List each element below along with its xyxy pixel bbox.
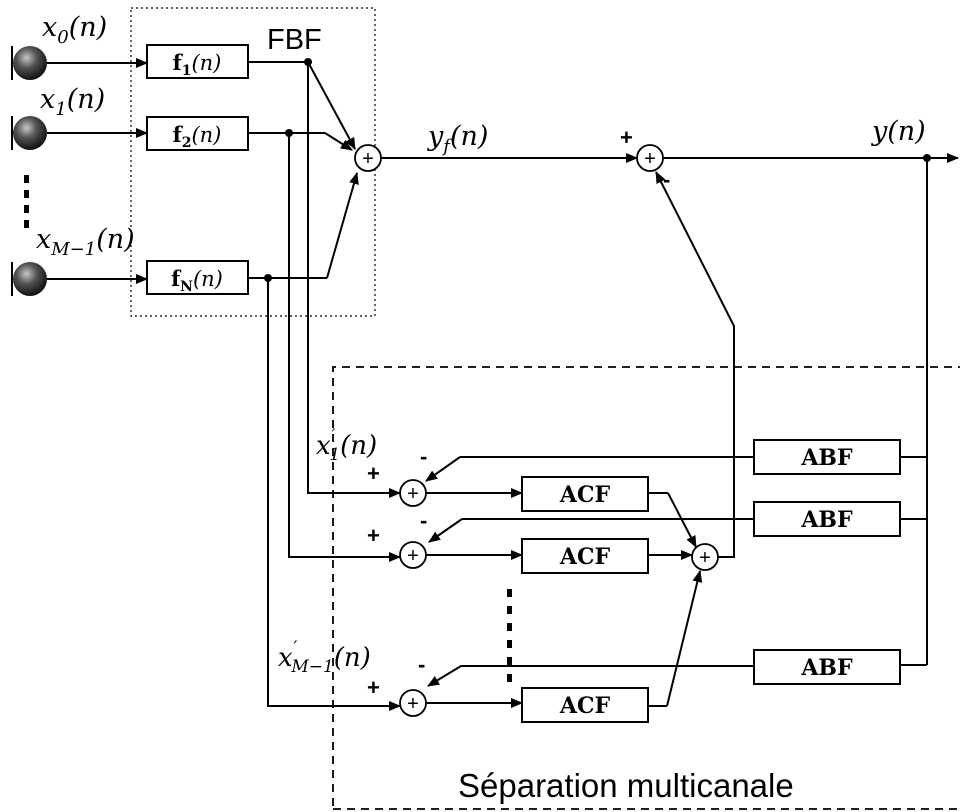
svg-text:ACF: ACF xyxy=(559,482,611,508)
output-plus-sign: + xyxy=(620,125,633,150)
xprime-M1-label: x′M−1(n) xyxy=(278,637,371,677)
plus-sign: + xyxy=(367,675,380,700)
plus-sign: + xyxy=(367,523,380,548)
output-summing-junction: + xyxy=(636,144,664,172)
summing-junction: + xyxy=(399,541,427,569)
svg-text:fN(n): fN(n) xyxy=(171,266,223,295)
minus-sign: - xyxy=(420,444,427,469)
svg-text:ABF: ABF xyxy=(800,445,853,471)
input-label-x0: x0(n) xyxy=(42,12,107,48)
svg-text:+: + xyxy=(362,148,374,170)
svg-text:f1(n): f1(n) xyxy=(173,50,222,79)
input-label-x1: x1(n) xyxy=(40,84,105,120)
summing-junction: + xyxy=(399,689,427,717)
microphone-icon xyxy=(11,262,47,296)
filter-f1-box: f1(n) xyxy=(146,44,249,79)
svg-text:+: + xyxy=(699,547,711,569)
svg-text:+: + xyxy=(407,693,419,715)
svg-text:+: + xyxy=(407,545,419,567)
abf-box: ABF xyxy=(753,649,901,685)
svg-text:ACF: ACF xyxy=(559,693,611,719)
svg-text:+: + xyxy=(407,483,419,505)
abf-box: ABF xyxy=(753,501,901,537)
fbf-region xyxy=(130,7,376,317)
abf-box: ABF xyxy=(753,439,901,475)
svg-text:ABF: ABF xyxy=(800,507,853,533)
separation-region xyxy=(332,366,960,806)
summing-junction: + xyxy=(399,479,427,507)
svg-text:+: + xyxy=(644,148,656,170)
filter-fN-box: fN(n) xyxy=(146,260,249,295)
plus-sign: + xyxy=(367,461,380,486)
fbf-label: FBF xyxy=(267,24,322,56)
svg-text:ABF: ABF xyxy=(800,655,853,681)
separation-region-label: Séparation multicanale xyxy=(458,767,794,804)
svg-text:ACF: ACF xyxy=(559,544,611,570)
y-output-label: y(n) xyxy=(871,116,926,147)
acf-box: ACF xyxy=(521,538,649,574)
ellipsis-dots xyxy=(507,589,512,682)
minus-sign: - xyxy=(418,652,425,677)
acf-summing-junction: + xyxy=(691,543,719,571)
filter-f2-box: f2(n) xyxy=(146,116,249,151)
fbf-summing-junction: + xyxy=(354,144,382,172)
microphone-icon xyxy=(11,116,47,150)
microphone-icon xyxy=(11,46,47,80)
minus-sign: - xyxy=(420,508,427,533)
ellipsis-dots xyxy=(24,175,29,228)
yf-label: yf(n) xyxy=(427,121,488,157)
output-minus-sign: - xyxy=(663,167,670,192)
acf-box: ACF xyxy=(521,476,649,512)
xprime-1-label: x′1(n) xyxy=(316,425,377,465)
svg-text:f2(n): f2(n) xyxy=(173,122,222,151)
input-label-xM1: xM−1(n) xyxy=(36,224,135,260)
acf-box: ACF xyxy=(521,687,649,723)
